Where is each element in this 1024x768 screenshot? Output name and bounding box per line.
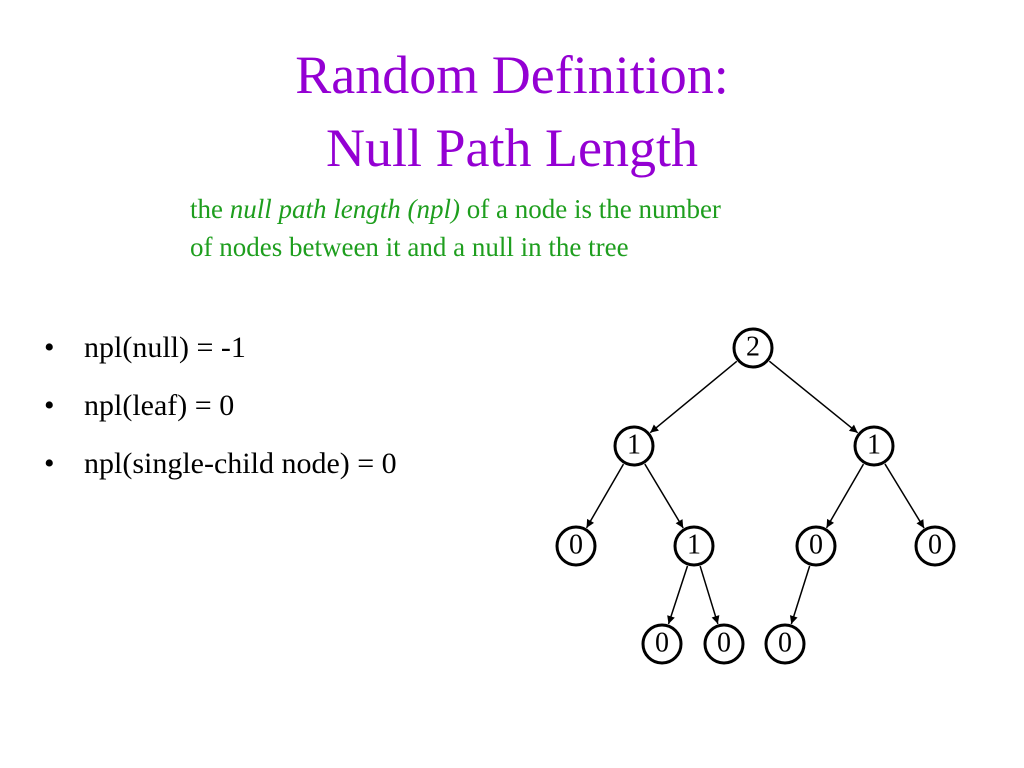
tree-node-lrr: 0 (703, 623, 745, 665)
tree-node-circle (673, 525, 715, 567)
tree-node-circle (732, 327, 774, 369)
bullet-item: • npl(leaf) = 0 (44, 384, 397, 442)
bullet-dot: • (44, 447, 55, 480)
tree-node-label: 0 (778, 627, 792, 658)
tree-node-label: 1 (687, 529, 701, 560)
tree-node-label: 1 (867, 429, 881, 460)
tree-node-circle (914, 525, 956, 567)
tree-edge-arrowhead (667, 615, 675, 625)
tree-edge-arrowhead (675, 519, 684, 528)
tree-node-rll: 0 (764, 623, 806, 665)
tree-edge-lr-lrl (667, 565, 689, 625)
tree-node-label: 0 (569, 529, 583, 560)
tree-edge-lr-lrr (699, 565, 719, 625)
tree-edge-rl-rll (790, 565, 811, 625)
tree-node-circle (795, 525, 837, 567)
tree-edge-r-rl (825, 463, 865, 529)
tree-edge-l-lr (644, 463, 684, 529)
tree-node-label: 0 (655, 627, 669, 658)
tree-node-label: 0 (928, 529, 942, 560)
tree-node-label: 0 (809, 529, 823, 560)
tree-node-circle (853, 425, 895, 467)
tree-node-circle (641, 623, 683, 665)
bullet-item: • npl(single-child node) = 0 (44, 442, 397, 500)
tree-edge-root-r (768, 360, 859, 434)
tree-edge-arrowhead (650, 424, 659, 433)
bullet-text: npl(leaf) = 0 (84, 389, 235, 422)
tree-node-rr: 0 (914, 525, 956, 567)
tree-node-circle (613, 425, 655, 467)
tree-edge-r-rr (884, 463, 925, 529)
tree-edge-root-l (649, 360, 738, 434)
bullet-text: npl(single-child node) = 0 (84, 447, 397, 480)
bullet-text: npl(null) = -1 (84, 331, 246, 364)
definition-prefix: the (190, 194, 230, 224)
definition-term: null path length (npl) (229, 194, 460, 224)
tree-edge-arrowhead (848, 424, 858, 433)
tree-node-label: 1 (627, 429, 641, 460)
slide-title-line-1: Random Definition: (295, 45, 729, 105)
tree-node-label: 0 (717, 627, 731, 658)
tree-edge-l-ll (585, 463, 625, 529)
tree-node-circle (555, 525, 597, 567)
definition-text: the null path length (npl) of a node is … (190, 190, 890, 266)
bullet-item: • npl(null) = -1 (44, 326, 397, 384)
bullet-list: • npl(null) = -1 • npl(leaf) = 0 • npl(s… (44, 326, 397, 500)
tree-edge-arrowhead (789, 615, 798, 624)
tree-edge-arrowhead (586, 518, 595, 528)
tree-node-rl: 0 (795, 525, 837, 567)
bullet-dot: • (44, 389, 55, 422)
tree-node-circle (703, 623, 745, 665)
tree-node-r: 1 (853, 425, 895, 467)
tree-edges (585, 360, 925, 625)
bullet-dot: • (44, 331, 55, 364)
tree-node-circle (764, 623, 806, 665)
tree-edge-arrowhead (826, 518, 835, 528)
tree-node-ll: 0 (555, 525, 597, 567)
tree-node-label: 2 (746, 331, 760, 362)
definition-line-2: of nodes between it and a null in the tr… (190, 232, 629, 262)
slide-title-line-2: Null Path Length (326, 118, 698, 178)
tree-node-lrl: 0 (641, 623, 683, 665)
definition-rest: of a node is the number (459, 194, 721, 224)
tree-edge-arrowhead (711, 615, 720, 624)
tree-node-root: 2 (732, 327, 774, 369)
tree-node-lr: 1 (673, 525, 715, 567)
tree-edge-arrowhead (916, 519, 925, 529)
tree-node-l: 1 (613, 425, 655, 467)
